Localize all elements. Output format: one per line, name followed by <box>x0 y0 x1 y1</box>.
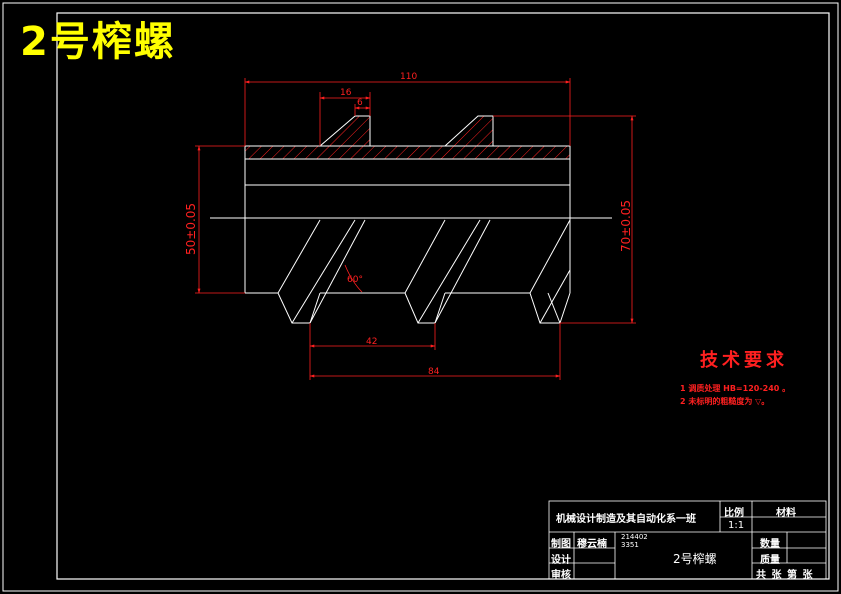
part-outline <box>210 115 612 324</box>
review-label: 审核 <box>551 570 571 581</box>
tech-requirement-2: 2 未标明的粗糙度为 ▽。 <box>680 397 770 406</box>
thread-tooth-right <box>443 115 494 147</box>
quantity-label: 数量 <box>760 539 780 550</box>
dimension-lines <box>195 78 636 380</box>
dim-50: 50±0.05 <box>184 203 198 255</box>
dim-84: 84 <box>428 367 440 377</box>
scale-label: 比例 <box>724 508 744 519</box>
weight-label: 质量 <box>760 555 780 566</box>
drawn-name: 穆云楠 <box>577 539 607 550</box>
sheet-label: 共 张 第 张 <box>756 570 814 581</box>
dim-6: 6 <box>357 98 363 108</box>
hatched-section <box>244 145 571 160</box>
dim-42: 42 <box>366 337 377 347</box>
scale-value: 1:1 <box>728 520 745 531</box>
tech-requirements-title: 技术要求 <box>700 350 788 371</box>
part-name: 2号榨螺 <box>673 552 717 566</box>
student-id-line2: 3351 <box>621 541 639 549</box>
dim-70: 70±0.05 <box>619 200 633 252</box>
sheet-border-inner <box>56 12 830 580</box>
dim-60deg: 60° <box>347 275 363 285</box>
drawing-title: 2号榨螺 <box>20 19 176 65</box>
thread-tooth-left <box>318 115 371 147</box>
drawn-label: 制图 <box>551 539 571 550</box>
design-label: 设计 <box>551 555 571 566</box>
title-block-grid <box>548 500 827 580</box>
dimension-labels: 110 16 6 50±0.05 70±0.05 60° 42 84 <box>184 72 633 377</box>
organization-name: 机械设计制造及其自动化系一班 <box>556 514 696 525</box>
student-id-line1: 214402 <box>621 533 648 541</box>
dim-110: 110 <box>400 72 417 82</box>
material-label: 材料 <box>776 508 796 519</box>
dim-16: 16 <box>340 88 352 98</box>
tech-requirement-1: 1 调质处理 HB=120-240 。 <box>680 384 791 393</box>
